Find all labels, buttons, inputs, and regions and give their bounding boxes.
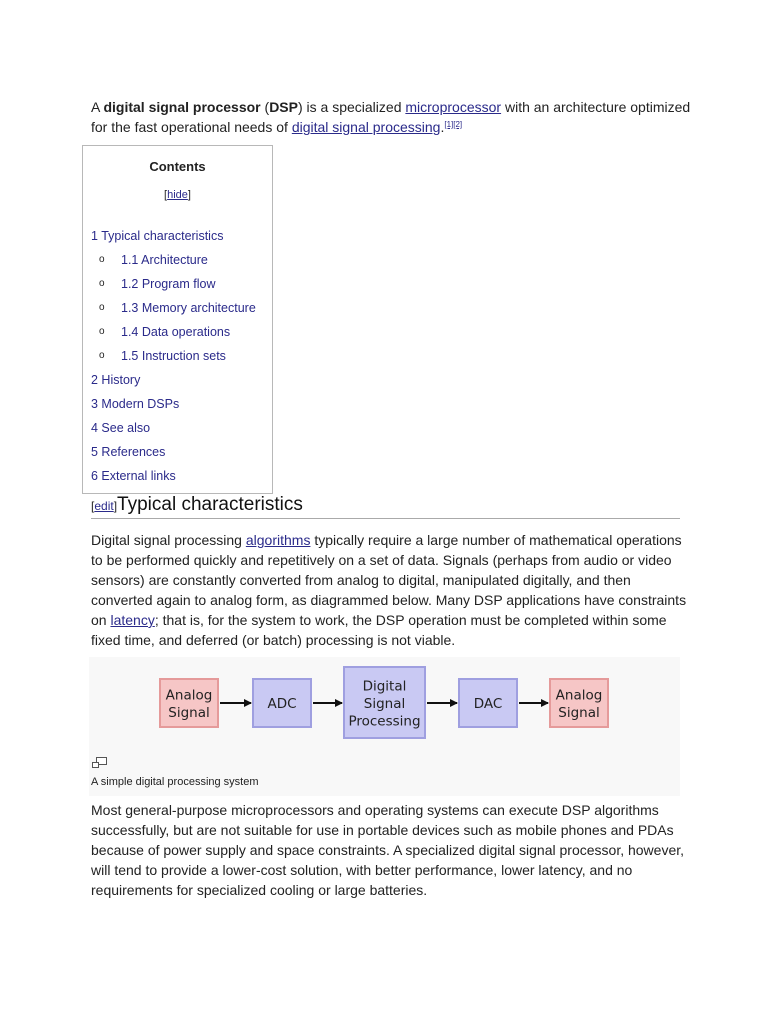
toc-item-label[interactable]: 1.1 Architecture <box>121 253 208 267</box>
block-label: Analog <box>556 687 603 703</box>
toc-item-label[interactable]: 1.4 Data operations <box>121 325 231 339</box>
toc-item[interactable]: o 1.4 Data operations <box>83 322 272 346</box>
block-label: Analog <box>166 687 213 703</box>
intro-text: ( <box>260 99 270 115</box>
bracket: [ <box>164 189 168 201</box>
toc-item[interactable]: o 1.1 Architecture <box>83 250 272 274</box>
block-label: DAC <box>474 696 503 712</box>
table-of-contents: Contents [hide] 1 Typical characteristic… <box>82 145 273 494</box>
block-box <box>549 678 609 728</box>
toc-item[interactable]: 2 History <box>83 370 272 394</box>
bullet-icon: o <box>99 254 105 265</box>
edit-link[interactable]: edit <box>94 499 114 513</box>
intro-text: with an architecture optimized for the f… <box>91 99 691 135</box>
block-label: ADC <box>267 696 296 712</box>
block-label: Processing <box>348 714 420 730</box>
dsp-link[interactable]: digital signal processing <box>291 119 441 135</box>
paragraph-general-purpose: Most general-purpose microprocessors and… <box>91 800 691 900</box>
bullet-icon: o <box>99 326 105 337</box>
paragraph-text: ; that is, for the system to work, the D… <box>91 612 667 648</box>
toc-item-label[interactable]: 1.5 Instruction sets <box>121 349 226 363</box>
toc-item[interactable]: 5 References <box>83 442 272 466</box>
toc-item-label[interactable]: 1.2 Program flow <box>121 277 216 291</box>
toc-item[interactable]: 4 See also <box>83 418 272 442</box>
toc-item[interactable]: o 1.3 Memory architecture <box>83 298 272 322</box>
toc-item-label[interactable]: 1 Typical characteristics <box>91 229 224 243</box>
paragraph-characteristics: Digital signal processing algorithms typ… <box>91 530 691 650</box>
toc-list: 1 Typical characteristics o 1.1 Architectu… <box>83 226 272 490</box>
block-box <box>252 678 312 728</box>
bullet-icon: o <box>99 302 105 313</box>
figure-caption: A simple digital processing system <box>91 776 259 788</box>
intro-paragraph: A digital signal processor (DSP) is a sp… <box>91 97 691 137</box>
toc-hide-link[interactable]: hide <box>167 189 188 201</box>
toc-item-label[interactable]: 4 See also <box>91 421 151 435</box>
block-box <box>159 678 219 728</box>
toc-hide-toggle: [hide] <box>83 189 272 201</box>
latency-link[interactable]: latency <box>110 612 155 628</box>
microprocessor-link[interactable]: microprocessor <box>405 99 502 115</box>
intro-bold-abbrev: DSP <box>269 99 298 115</box>
magnify-icon[interactable] <box>92 757 108 769</box>
algorithms-link[interactable]: algorithms <box>245 532 311 548</box>
diagram-block: ADC <box>252 678 312 728</box>
paragraph-text: typically require a large number of math… <box>91 532 687 628</box>
toc-item-label[interactable]: 6 External links <box>91 469 176 483</box>
intro-text: A <box>91 99 104 115</box>
block-label: Signal <box>558 705 599 721</box>
toc-title: Contents <box>149 159 206 174</box>
toc-item[interactable]: 3 Modern DSPs <box>83 394 272 418</box>
paragraph-text: Most general-purpose microprocessors and… <box>91 802 685 898</box>
toc-item-label[interactable]: 1.3 Memory architecture <box>121 301 256 315</box>
block-label: Digital <box>363 679 407 695</box>
block-label: Signal <box>168 705 209 721</box>
bracket: ] <box>113 499 118 513</box>
diagram-block: DAC <box>458 678 518 728</box>
intro-text: ) is a specialized <box>297 99 406 115</box>
intro-text: . <box>440 119 445 135</box>
section-heading: [edit]Typical characteristics <box>91 494 680 519</box>
intro-bold-term: digital signal processor <box>103 99 261 115</box>
bracket: [ <box>91 499 95 513</box>
toc-item-label[interactable]: 3 Modern DSPs <box>91 397 180 411</box>
toc-item[interactable]: 1 Typical characteristics <box>83 226 272 250</box>
toc-item[interactable]: 6 External links <box>83 466 272 490</box>
bracket: ] <box>187 189 191 201</box>
section-title: Typical characteristics <box>117 494 303 515</box>
dsp-block-diagram: AnalogSignalADCDigitalSignalProcessingDA… <box>159 666 609 739</box>
block-label: Signal <box>364 696 405 712</box>
toc-item-label[interactable]: 2 History <box>91 373 141 387</box>
bullet-icon: o <box>99 350 105 361</box>
edit-section: [edit] <box>91 499 117 513</box>
toc-item[interactable]: o 1.5 Instruction sets <box>83 346 272 370</box>
block-box <box>343 666 426 739</box>
bullet-icon: o <box>99 278 105 289</box>
toc-item-label[interactable]: 5 References <box>91 445 166 459</box>
reference-links[interactable]: [1][2] <box>444 120 463 129</box>
toc-item[interactable]: o 1.2 Program flow <box>83 274 272 298</box>
block-box <box>458 678 518 728</box>
paragraph-text: Digital signal processing <box>91 532 246 548</box>
